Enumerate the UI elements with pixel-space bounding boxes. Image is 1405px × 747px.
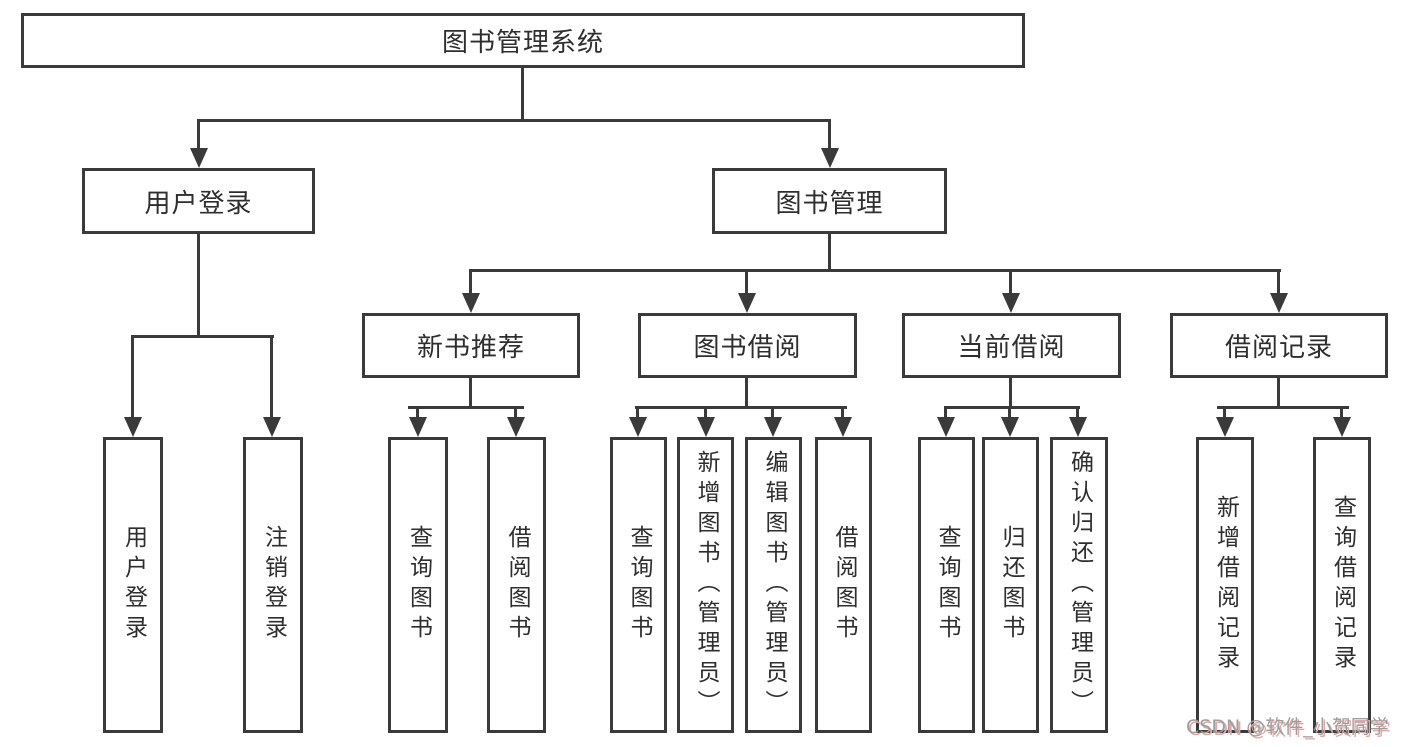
arrow-down-icon [409,417,427,437]
csdn-watermark: CSDN @软件_小贺同学 [1186,716,1389,738]
arrow-down-icon [937,417,955,437]
node-book-management: 图书管理 [712,168,947,234]
connector-line [1223,406,1226,417]
connector-line [131,335,134,417]
leaf-return-books: 归还图书 [982,437,1039,733]
arrow-down-icon [629,417,647,437]
connector-line [469,269,472,293]
connector-line [469,378,472,406]
leaf-borrowing-query-books: 查询图书 [610,437,667,733]
connector-line [469,269,1281,272]
arrow-down-icon [1002,293,1020,313]
node-user-login-label: 用户登录 [144,188,253,219]
leaf-borrowing-query-books-label: 查询图书 [626,525,652,645]
leaf-borrow-books: 借阅图书 [815,437,872,733]
node-user-login: 用户登录 [82,168,315,234]
leaf-borrow-books-label: 借阅图书 [831,525,857,645]
leaf-user-login-label: 用户登录 [120,525,147,645]
connector-line [745,378,748,406]
connector-line [197,234,200,335]
node-current-borrowing-label: 当前借阅 [957,333,1066,363]
connector-line [1008,406,1011,417]
connector-line [635,406,847,409]
arrow-down-icon [263,417,281,437]
leaf-add-books-admin: 新增图书（管理员） [677,437,734,733]
connector-line [197,119,831,122]
leaf-newbooks-borrow-books-label: 借阅图书 [504,525,530,645]
leaf-edit-books-admin-label: 编辑图书（管理员） [761,450,787,720]
arrow-down-icon [1270,293,1288,313]
connector-line [521,68,524,119]
connector-line [270,335,273,417]
leaf-current-query-books-label: 查询图书 [934,525,960,645]
node-new-book-recommendation: 新书推荐 [362,313,580,378]
connector-line [1217,406,1349,409]
connector-line [408,406,524,409]
connector-line [636,406,639,417]
node-current-borrowing: 当前借阅 [902,313,1121,378]
node-library-system-label: 图书管理系统 [441,28,604,58]
arrow-down-icon [190,148,208,168]
leaf-query-borrow-record-label: 查询借阅记录 [1329,495,1356,675]
connector-line [1277,378,1280,406]
node-library-system: 图书管理系统 [21,13,1025,68]
leaf-return-books-label: 归还图书 [998,525,1024,645]
leaf-add-borrow-record: 新增借阅记录 [1196,437,1254,733]
arrow-down-icon [764,417,782,437]
connector-line [944,406,947,417]
node-book-borrowing-label: 图书借阅 [693,333,802,363]
leaf-edit-books-admin: 编辑图书（管理员） [745,437,802,733]
connector-line [1076,406,1079,417]
connector-line [841,406,844,417]
connector-line [131,335,274,338]
arrow-down-icon [124,417,142,437]
connector-line [828,119,831,148]
connector-line [944,406,1080,409]
connector-line [828,234,831,269]
leaf-logout-label: 注销登录 [260,525,287,645]
arrow-down-icon [821,148,839,168]
connector-line [745,269,748,293]
leaf-current-query-books: 查询图书 [918,437,975,733]
arrow-down-icon [462,293,480,313]
connector-line [1009,269,1012,293]
connector-line [197,119,200,148]
connector-line [771,406,774,417]
arrow-down-icon [1069,417,1087,437]
node-book-borrowing: 图书借阅 [638,313,857,378]
leaf-newbooks-query-books: 查询图书 [388,437,448,733]
node-new-book-recommendation-label: 新书推荐 [416,333,525,363]
leaf-confirm-return-admin-label: 确认归还（管理员） [1066,450,1093,720]
leaf-newbooks-query-books-label: 查询图书 [405,525,432,645]
leaf-add-borrow-record-label: 新增借阅记录 [1212,495,1239,675]
arrow-down-icon [697,417,715,437]
connector-line [1277,269,1280,293]
leaf-query-borrow-record: 查询借阅记录 [1313,437,1371,733]
connector-line [1340,406,1343,417]
leaf-logout: 注销登录 [243,437,303,733]
arrow-down-icon [1333,417,1351,437]
arrow-down-icon [1001,417,1019,437]
connector-line [514,406,517,417]
leaf-newbooks-borrow-books: 借阅图书 [487,437,546,733]
leaf-user-login: 用户登录 [103,437,163,733]
arrow-down-icon [834,417,852,437]
connector-line [704,406,707,417]
connector-line [1009,378,1012,406]
node-borrowing-records-label: 借阅记录 [1224,333,1333,363]
leaf-add-books-admin-label: 新增图书（管理员） [693,450,719,720]
arrow-down-icon [738,293,756,313]
node-borrowing-records: 借阅记录 [1170,313,1388,378]
leaf-confirm-return-admin: 确认归还（管理员） [1050,437,1108,733]
arrow-down-icon [1216,417,1234,437]
connector-line [416,406,419,417]
node-book-management-label: 图书管理 [775,188,884,219]
arrow-down-icon [507,417,525,437]
